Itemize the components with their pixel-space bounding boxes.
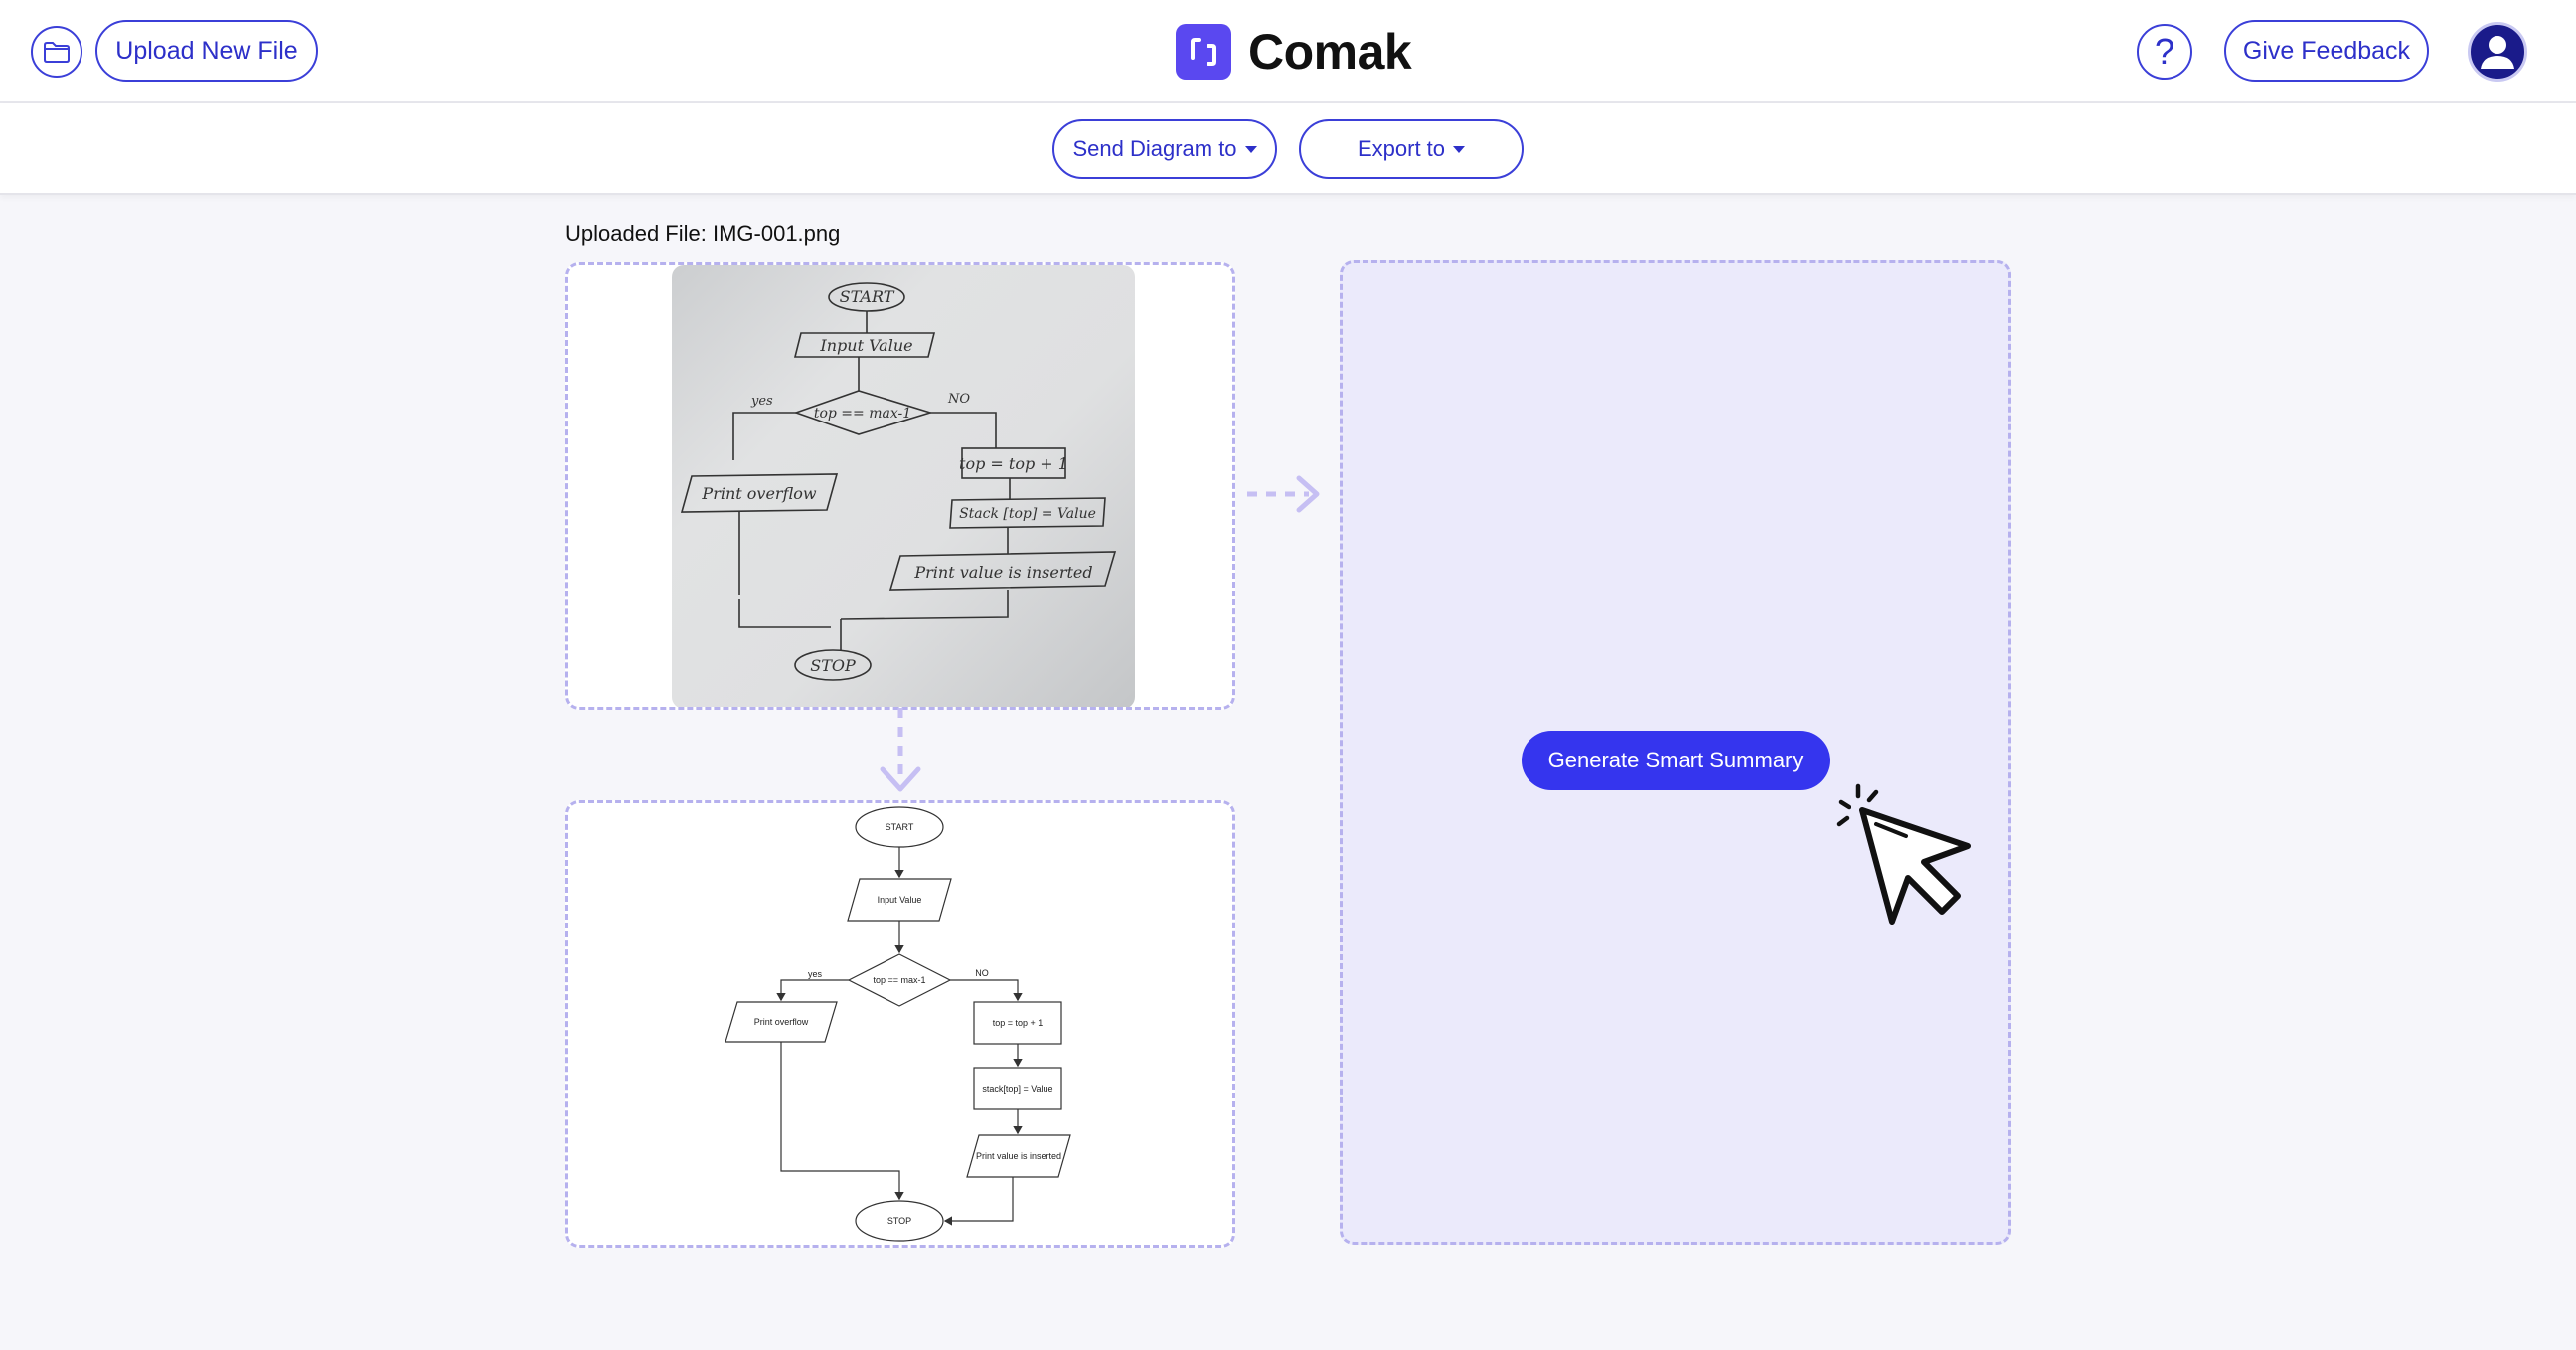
digital-stop-shape (855, 1200, 944, 1242)
caret-down-icon (1244, 145, 1257, 153)
uploaded-file-label: Uploaded File: IMG-001.png (565, 221, 841, 246)
digital-inserted-shape (966, 1134, 1071, 1178)
send-diagram-label: Send Diagram to (1072, 136, 1237, 161)
send-diagram-dropdown[interactable]: Send Diagram to (1052, 119, 1277, 179)
digital-stop-text: STOP (887, 1216, 911, 1226)
digital-input-shape (847, 878, 952, 922)
handwritten-assign-text: Stack [top] = Value (959, 506, 1096, 522)
user-avatar-icon (2481, 36, 2514, 69)
digital-inserted-text: Print value is inserted (976, 1151, 1061, 1161)
brand-name: Comak (1248, 24, 1412, 80)
digital-overflow-shape (724, 1001, 838, 1043)
give-feedback-button[interactable]: Give Feedback (2224, 20, 2429, 82)
handwritten-input-text: Input Value (819, 336, 912, 355)
digital-input-text: Input Value (878, 895, 922, 905)
handwritten-increment-text: top = top + 1 (959, 454, 1068, 473)
handwritten-overflow-text: Print overflow (701, 484, 816, 503)
top-bar: Upload New File Comak ? Give Feedback (0, 0, 2576, 103)
digital-yes-text: yes (808, 969, 823, 979)
dashed-arrow-down-icon (880, 708, 921, 792)
handwritten-inserted-text: Print value is inserted (913, 563, 1092, 582)
caret-down-icon (1453, 145, 1466, 153)
handwritten-yes-text: yes (750, 394, 773, 409)
brand: Comak (1176, 22, 1412, 82)
brand-logo-icon (1176, 24, 1231, 80)
upload-new-file-button[interactable]: Upload New File (95, 20, 318, 82)
folder-icon (44, 42, 70, 63)
handwritten-stop-text: STOP (810, 656, 856, 675)
help-icon: ? (2154, 31, 2175, 72)
digital-no-text: NO (975, 968, 989, 978)
digital-overflow-text: Print overflow (754, 1017, 809, 1027)
digital-increment-text: top = top + 1 (993, 1018, 1044, 1028)
export-dropdown[interactable]: Export to (1299, 119, 1524, 179)
digital-start-text: START (886, 822, 914, 832)
handwritten-decision-text: top == max-1 (814, 406, 911, 422)
export-label: Export to (1357, 136, 1446, 161)
uploaded-flowchart-photo: START Input Value top == max-1 yes NO Pr… (672, 265, 1135, 707)
digital-assign-shape (973, 1067, 1062, 1110)
help-button[interactable]: ? (2137, 24, 2192, 80)
uploaded-image-panel: START Input Value top == max-1 yes NO Pr… (565, 262, 1235, 710)
generated-diagram-panel: START Input Value top == max-1 yes NO Pr… (565, 800, 1235, 1248)
dashed-arrow-right-icon (1247, 475, 1320, 513)
user-avatar-button[interactable] (2468, 22, 2527, 82)
digital-assign-text: stack[top] = Value (982, 1084, 1052, 1094)
handwritten-start-text: START (840, 287, 895, 306)
digital-decision-text: top == max-1 (873, 975, 925, 985)
open-folder-button[interactable] (31, 26, 82, 78)
diagram-toolbar: Send Diagram to Export to (0, 103, 2576, 195)
cursor-click-icon (1836, 783, 1971, 925)
generate-smart-summary-button[interactable]: Generate Smart Summary (1522, 731, 1830, 790)
handwritten-no-text: NO (947, 392, 970, 407)
